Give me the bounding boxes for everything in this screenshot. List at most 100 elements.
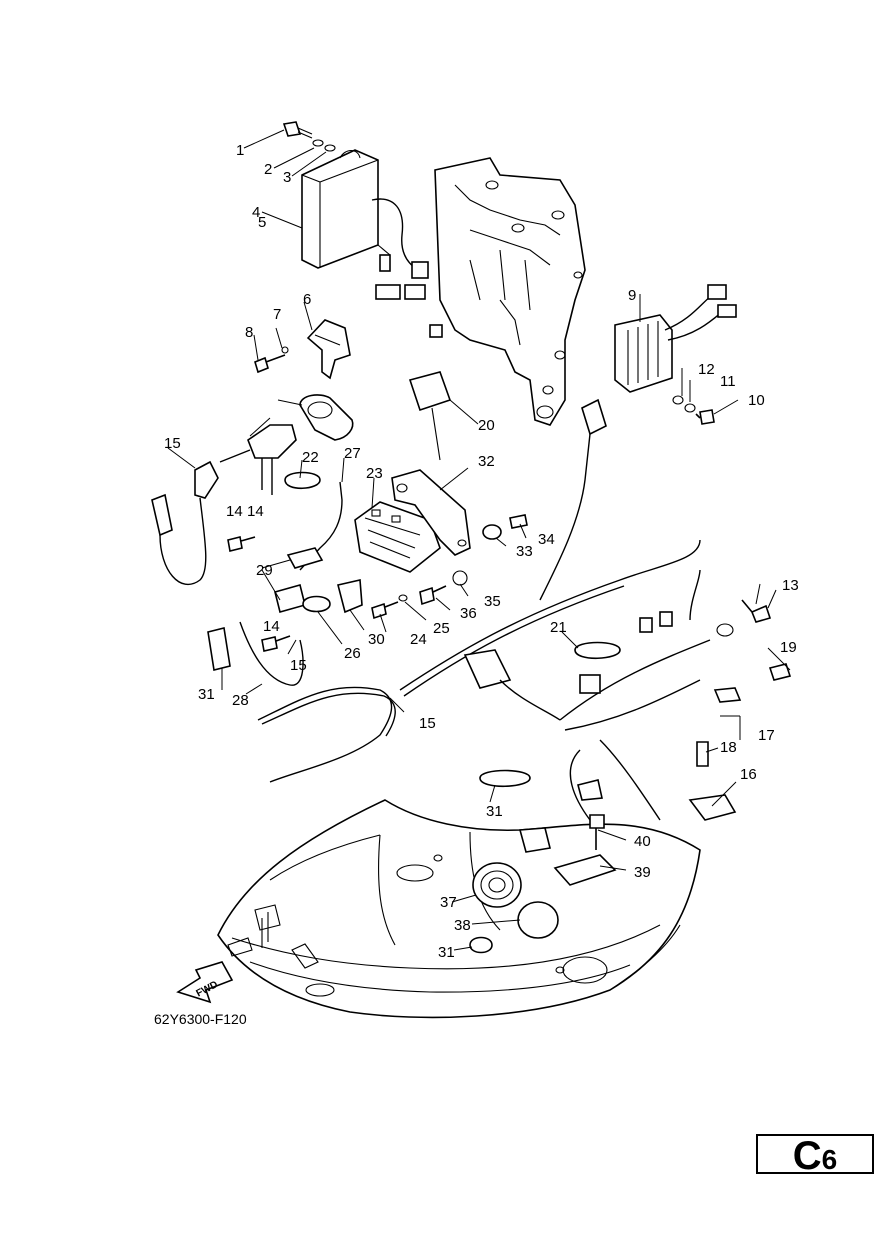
bolt-38 xyxy=(419,585,447,606)
callout-9: 9 xyxy=(628,287,636,304)
washer-37 xyxy=(452,570,468,586)
cap-31a xyxy=(286,547,324,569)
lead-wire xyxy=(399,539,701,691)
callout-13: 13 xyxy=(782,577,799,594)
grommet-35 xyxy=(482,524,502,540)
callout-20: 20 xyxy=(478,417,495,434)
screw-42 xyxy=(589,814,605,850)
fuse-21 xyxy=(768,663,792,681)
fuse-20 xyxy=(696,741,709,767)
clamp-24 xyxy=(284,471,321,490)
callout-6: 6 xyxy=(303,291,311,308)
bolt-and-washers xyxy=(282,121,336,152)
callout-23: 23 xyxy=(366,465,383,482)
callout-28: 28 xyxy=(232,692,249,709)
bolt-14-mid xyxy=(261,635,291,652)
callout-36: 36 xyxy=(460,605,477,622)
callout-1: 1 xyxy=(236,142,244,159)
plate-41 xyxy=(553,854,617,886)
callout-12: 12 xyxy=(698,361,715,378)
callout-31: 31 xyxy=(198,686,215,703)
bolt-14-left xyxy=(227,536,256,552)
callout-2: 2 xyxy=(264,161,272,178)
washer-12 xyxy=(684,403,696,413)
callout-18: 18 xyxy=(720,739,737,756)
o-ring-40 xyxy=(517,901,559,939)
wiring-harness-19 xyxy=(559,569,742,821)
rectifier-regulator-10 xyxy=(614,284,737,393)
wire-29 xyxy=(299,481,343,571)
callout-27: 27 xyxy=(344,445,361,462)
washer-13 xyxy=(672,395,684,405)
callout-17: 17 xyxy=(758,727,775,744)
callout-40: 40 xyxy=(634,833,651,850)
callout-11: 11 xyxy=(720,373,736,390)
grommet-39 xyxy=(472,827,551,908)
callout-37: 37 xyxy=(440,894,457,911)
main-cable xyxy=(539,398,607,601)
callout-4: 4 xyxy=(252,204,260,221)
callout-38: 38 xyxy=(454,917,471,934)
section-letter: C xyxy=(792,1134,822,1178)
fwd-arrow-icon: FWD xyxy=(176,961,234,1004)
wire-30 xyxy=(239,621,304,686)
callout-30: 30 xyxy=(368,631,385,648)
callout-15: 15 xyxy=(419,715,436,732)
tie-22 xyxy=(408,324,452,461)
leader-lines xyxy=(167,129,791,951)
band-33 xyxy=(479,769,531,788)
callout-24: 24 xyxy=(410,631,427,648)
powerhead-bracket xyxy=(434,157,586,426)
callout-14: 14 xyxy=(247,503,264,520)
plate-hole xyxy=(396,483,408,493)
bolt-11 xyxy=(695,409,715,425)
band-23 xyxy=(574,641,621,660)
callout-10: 10 xyxy=(748,392,765,409)
section-number: 6 xyxy=(821,1144,838,1175)
socket xyxy=(463,649,512,689)
callout-14: 14 xyxy=(226,503,243,520)
plate-hole-2 xyxy=(457,539,467,547)
junction-box-25 xyxy=(354,501,441,573)
washer-9 xyxy=(281,346,289,354)
callout-26: 26 xyxy=(344,645,361,662)
callout-31: 31 xyxy=(486,803,503,820)
callout-21: 21 xyxy=(550,619,567,636)
callout-33: 33 xyxy=(516,543,533,560)
callout-3: 3 xyxy=(283,169,291,186)
cap-17 xyxy=(151,460,219,586)
callout-32: 32 xyxy=(478,453,495,470)
clamp-28 xyxy=(302,595,331,613)
callout-5: 5 xyxy=(258,214,266,231)
bracket-7 xyxy=(306,319,351,380)
holder-18 xyxy=(688,794,737,821)
collar-36 xyxy=(509,514,528,529)
bolt-14-right xyxy=(741,599,772,623)
figure-code: 62Y6300-F120 xyxy=(154,1011,247,1027)
cdi-unit xyxy=(301,149,429,300)
bolt-8 xyxy=(254,354,286,374)
callout-15: 15 xyxy=(164,435,181,452)
callout-35: 35 xyxy=(484,593,501,610)
section-badge: C 6 xyxy=(756,1134,874,1178)
cap-6 xyxy=(299,394,354,441)
callout-22: 22 xyxy=(302,449,319,466)
callout-15: 15 xyxy=(290,657,307,674)
cap-31d xyxy=(207,627,231,671)
callout-14: 14 xyxy=(263,618,280,635)
clip-32 xyxy=(469,936,493,954)
callout-39: 39 xyxy=(634,864,651,881)
callout-34: 34 xyxy=(538,531,555,548)
callout-25: 25 xyxy=(433,620,450,637)
starter-relay-5 xyxy=(219,424,297,495)
plate-34 xyxy=(391,469,471,556)
cap-31c xyxy=(337,579,363,614)
bolt-26 xyxy=(371,601,399,620)
callout-29: 29 xyxy=(256,562,273,579)
callout-7: 7 xyxy=(273,306,281,323)
washer-27 xyxy=(398,594,408,602)
callout-31: 31 xyxy=(438,944,455,961)
callout-16: 16 xyxy=(740,766,757,783)
